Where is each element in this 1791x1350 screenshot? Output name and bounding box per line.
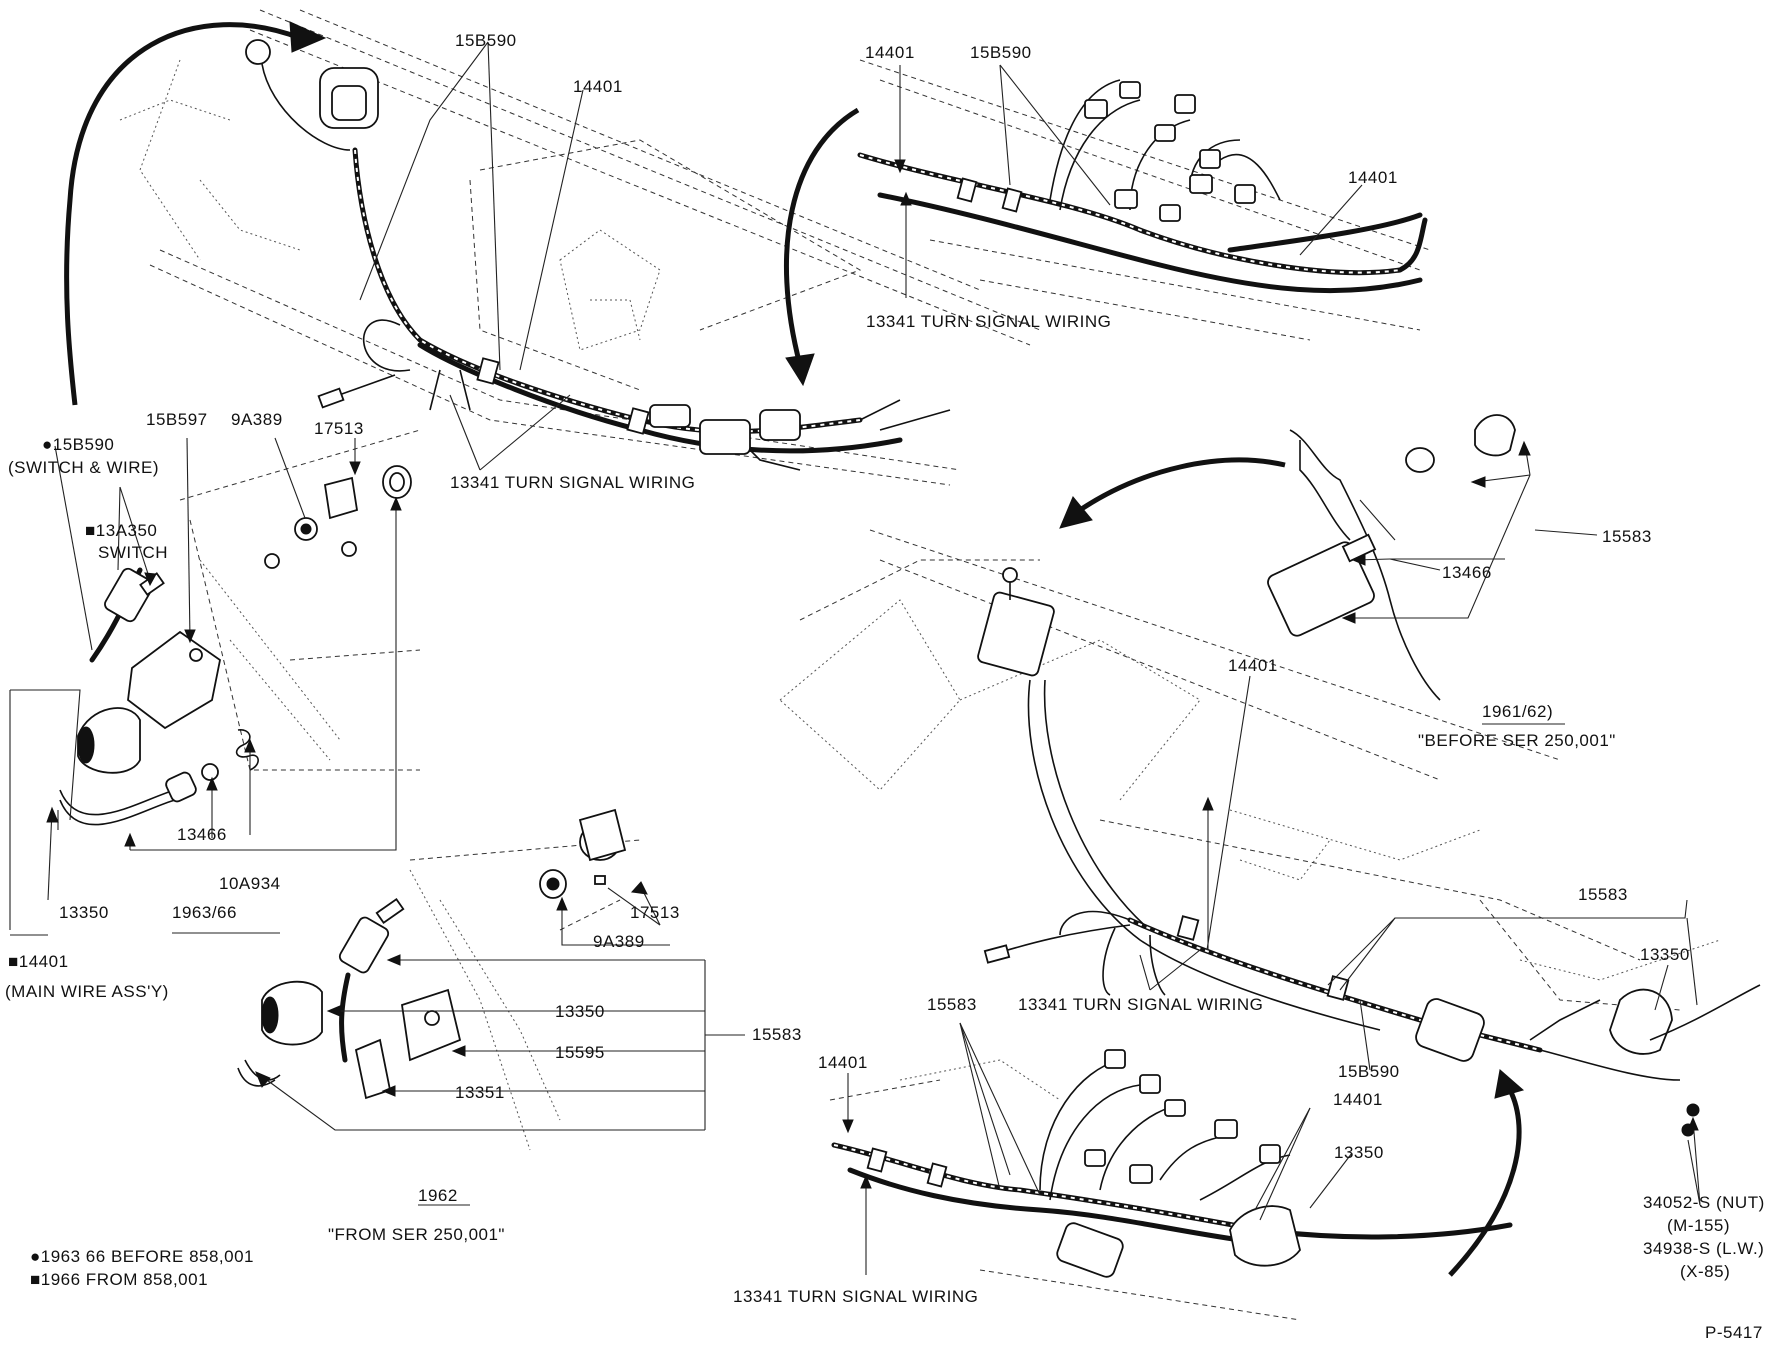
middle-1962-exploded: 17513 9A389 13350 15595 13351 15583 1962… [237, 808, 802, 1244]
label-13350-br: 13350 [1640, 945, 1690, 964]
label-15b590-top: 15B590 [455, 31, 517, 50]
label-15595: 15595 [555, 1043, 605, 1062]
label-10a934: 10A934 [219, 874, 281, 893]
label-switch-wire: (SWITCH & WIRE) [8, 458, 159, 477]
flasher-13350-br-b [1229, 1205, 1301, 1267]
curved-arrow-right-top [1078, 457, 1286, 513]
label-13341-br: 13341 TURN SIGNAL WIRING [1018, 995, 1263, 1014]
label-13350-mid: 13350 [555, 1002, 605, 1021]
label-9a389-mid: 9A389 [593, 932, 645, 951]
switch-13a350 [104, 567, 154, 623]
left-1963-66-exploded: ●15B590 (SWITCH & WIRE) ■13A350 SWITCH 1… [5, 410, 421, 1001]
label-13350-br-b: 13350 [1334, 1143, 1384, 1162]
label-14401-top: 14401 [573, 77, 623, 96]
label-13a350: ■13A350 [85, 521, 157, 540]
top-center-assembly: 15B590 14401 13341 TURN SIGNAL WIRING [64, 9, 1041, 492]
curved-arrow-left [64, 22, 301, 406]
label-main-wire: (MAIN WIRE ASS'Y) [5, 982, 169, 1001]
bottom-right-assembly: 15583 13350 13341 TURN SIGNAL WIRING 155… [733, 529, 1765, 1321]
label-14401-main: ■14401 [8, 952, 69, 971]
label-14401-tr-b: 14401 [1348, 168, 1398, 187]
label-13351: 13351 [455, 1083, 505, 1102]
label-nut-2: (M-155) [1667, 1216, 1730, 1235]
switch-13466-right [1267, 541, 1375, 637]
label-15583-br-b: 15583 [927, 995, 977, 1014]
flasher-13350 [77, 707, 141, 774]
label-15b597: 15B597 [146, 410, 208, 429]
curved-arrow-up [1448, 1088, 1522, 1277]
footnote-2: ■1966 FROM 858,001 [30, 1270, 208, 1289]
label-1962: 1962 [418, 1186, 458, 1205]
figure-reference: P-5417 [1705, 1323, 1763, 1342]
label-13341-tr: 13341 TURN SIGNAL WIRING [866, 312, 1111, 331]
flasher-13350-br [1609, 988, 1673, 1055]
label-17513-mid: 17513 [630, 903, 680, 922]
label-1963-66: 1963/66 [172, 903, 237, 922]
label-15583-r: 15583 [1602, 527, 1652, 546]
switch-1962 [338, 916, 390, 974]
label-switch: SWITCH [98, 543, 168, 562]
footnote-1: ●1963 66 BEFORE 858,001 [30, 1247, 254, 1266]
label-9a389: 9A389 [231, 410, 283, 429]
top-right-harness-detail: 14401 15B590 14401 13341 TURN SIGNAL WIR… [784, 43, 1431, 387]
label-13350-left: 13350 [59, 903, 109, 922]
label-13466-r: 13466 [1442, 563, 1492, 582]
housing-15b597 [127, 630, 221, 730]
label-14401-tr: 14401 [865, 43, 915, 62]
label-before-ser: "BEFORE SER 250,001" [1418, 731, 1616, 750]
label-17513: 17513 [314, 419, 364, 438]
label-14401-br: 14401 [1228, 656, 1278, 675]
label-13341-br-b: 13341 TURN SIGNAL WIRING [733, 1287, 978, 1306]
label-13466: 13466 [177, 825, 227, 844]
label-14401-br-c: 14401 [1333, 1090, 1383, 1109]
label-15583-mid: 15583 [752, 1025, 802, 1044]
label-nut-3: 34938-S (L.W.) [1643, 1239, 1764, 1258]
label-nut-4: (X-85) [1680, 1262, 1730, 1281]
label-13341-top: 13341 TURN SIGNAL WIRING [450, 473, 695, 492]
label-15b590-switch: ●15B590 [42, 435, 114, 454]
curved-arrow-down [784, 107, 860, 366]
label-15b590-br: 15B590 [1338, 1062, 1400, 1081]
label-15583-br: 15583 [1578, 885, 1628, 904]
label-from-ser: "FROM SER 250,001" [328, 1225, 505, 1244]
label-15b590-tr: 15B590 [970, 43, 1032, 62]
right-1961-62-detail: 15583 13466 1961/62) "BEFORE SER 250,001… [1059, 414, 1652, 750]
label-14401-br-b: 14401 [818, 1053, 868, 1072]
label-nut-1: 34052-S (NUT) [1643, 1193, 1765, 1212]
label-1961-62: 1961/62) [1482, 702, 1553, 721]
connector-block [977, 591, 1055, 677]
